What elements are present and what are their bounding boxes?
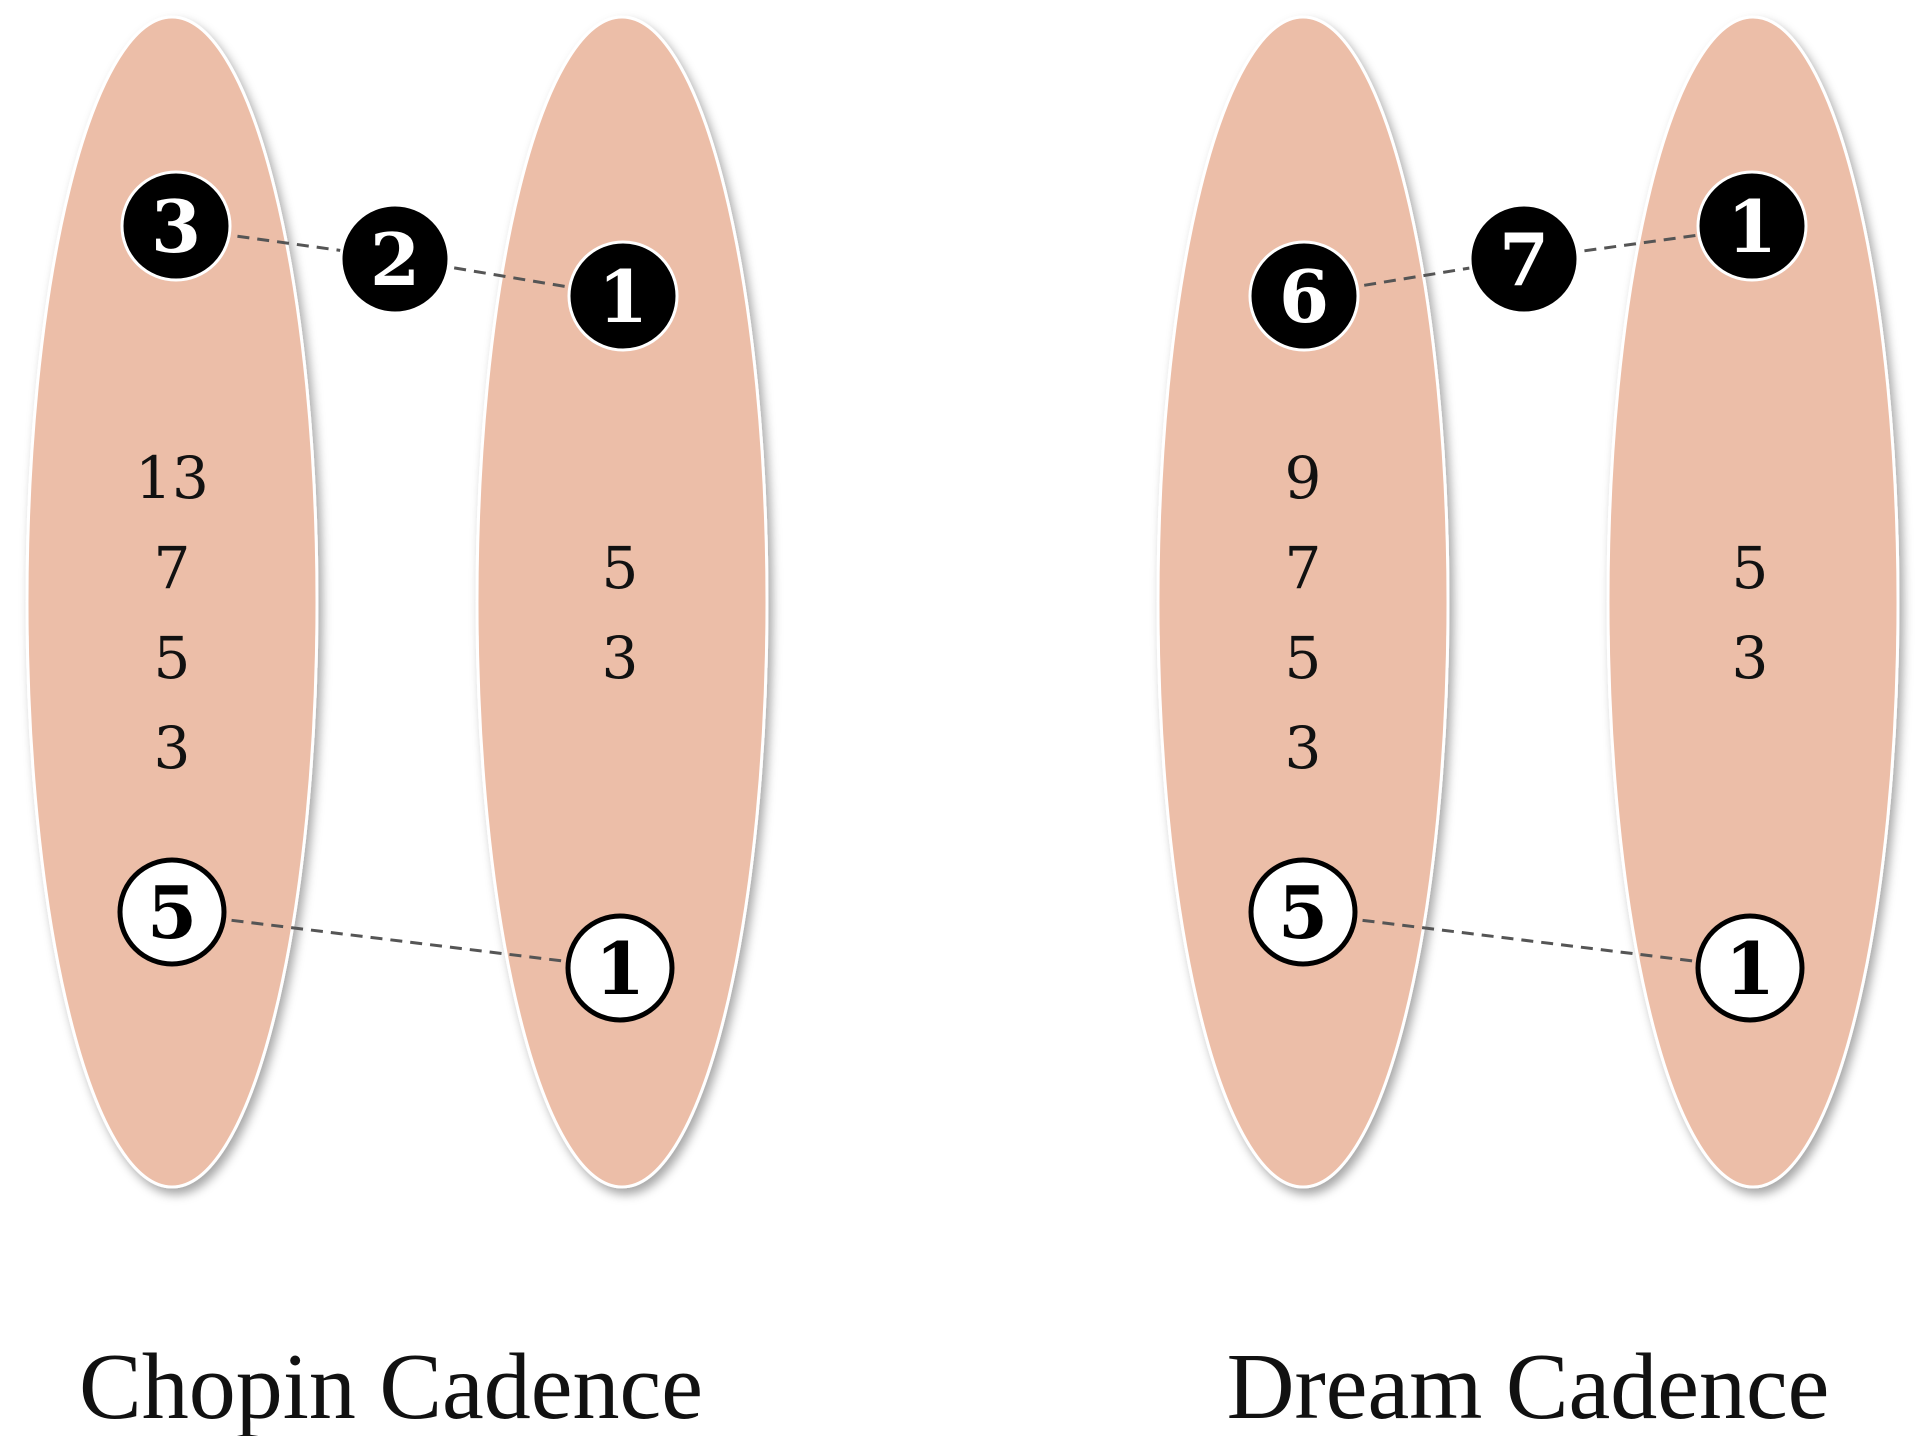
chopin-cadence-diagram: 13 7 5 3 5 3 3 2 1 5 1 Chopin Cadence xyxy=(25,15,769,1436)
degree-label: 5 xyxy=(1278,870,1328,955)
degree-label: 1 xyxy=(1727,184,1777,269)
dream-cadence-diagram: 9 7 5 3 5 3 6 7 1 5 1 Dream Cadence xyxy=(1156,15,1900,1436)
interval-label: 5 xyxy=(1285,624,1322,692)
degree-label: 3 xyxy=(151,184,201,269)
dream-right-chord-ellipse xyxy=(1606,15,1900,1189)
interval-label: 9 xyxy=(1285,444,1322,512)
degree-label: 5 xyxy=(147,870,197,955)
degree-label: 7 xyxy=(1499,217,1549,302)
chopin-right-chord-ellipse xyxy=(475,15,769,1189)
degree-badge-filled: 1 xyxy=(1696,170,1808,282)
degree-label: 1 xyxy=(598,254,648,339)
dream-left-chord-ellipse xyxy=(1156,15,1450,1189)
interval-label: 5 xyxy=(602,534,639,602)
interval-label: 5 xyxy=(154,624,191,692)
chopin-left-chord-ellipse xyxy=(25,15,319,1189)
degree-badge-open: 5 xyxy=(1248,857,1358,967)
degree-label: 1 xyxy=(595,926,645,1011)
degree-badge-open: 1 xyxy=(1695,913,1805,1023)
diagram-caption: Chopin Cadence xyxy=(79,1335,703,1436)
degree-badge-open: 5 xyxy=(117,857,227,967)
degree-label: 1 xyxy=(1725,926,1775,1011)
degree-badge-filled: 2 xyxy=(339,203,451,315)
dream-bass-voice-link xyxy=(1302,911,1751,970)
degree-badge-filled: 3 xyxy=(120,170,232,282)
degree-badge-filled: 6 xyxy=(1248,240,1360,352)
interval-label: 5 xyxy=(1732,534,1769,602)
interval-label: 7 xyxy=(154,534,191,602)
diagram-caption: Dream Cadence xyxy=(1227,1335,1830,1436)
degree-badge-filled: 7 xyxy=(1468,203,1580,315)
interval-label: 3 xyxy=(602,624,639,692)
interval-label: 7 xyxy=(1285,534,1322,602)
degree-label: 6 xyxy=(1279,254,1329,339)
degree-label: 2 xyxy=(370,217,420,302)
degree-badge-filled: 1 xyxy=(567,240,679,352)
interval-label: 13 xyxy=(135,444,209,512)
degree-badge-open: 1 xyxy=(565,913,675,1023)
interval-label: 3 xyxy=(1732,624,1769,692)
interval-label: 3 xyxy=(154,714,191,782)
chopin-bass-voice-link xyxy=(171,911,621,970)
interval-label: 3 xyxy=(1285,714,1322,782)
